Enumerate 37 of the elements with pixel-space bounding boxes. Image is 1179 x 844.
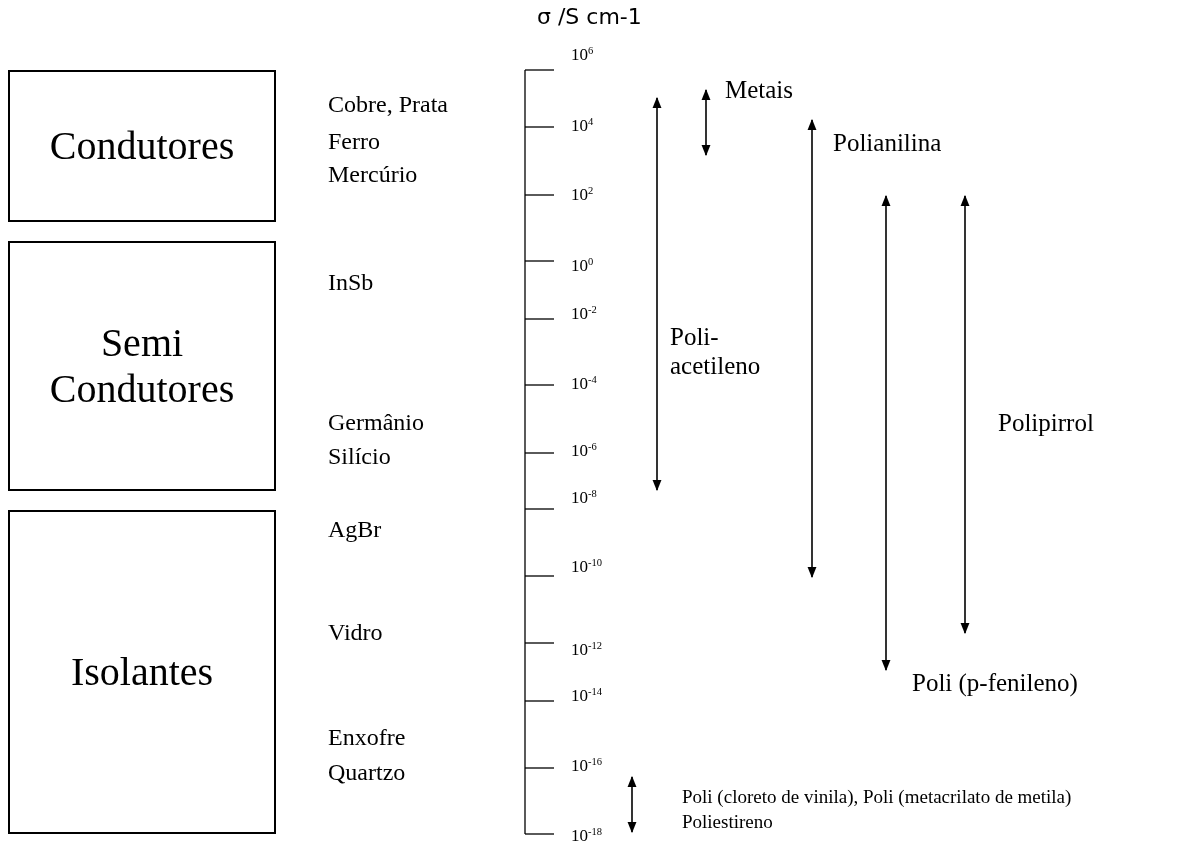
tick-label: 10$^{-4}$	[571, 374, 597, 394]
material-label: Vidro	[328, 619, 383, 647]
category-label: Semi Condutores	[48, 320, 236, 412]
category-box	[8, 241, 276, 491]
material-label: Ferro	[328, 128, 380, 156]
material-label: Cobre, Prata	[328, 91, 448, 119]
tick-label: 10$^{-8}$	[571, 488, 597, 508]
tick-label: 10$^{0}$	[571, 256, 594, 276]
tick-label: 10$^{-12}$	[571, 640, 603, 660]
axis-title: σ /S cm-1	[537, 4, 642, 30]
tick-label: 10$^{-6}$	[571, 441, 597, 461]
material-label: Germânio	[328, 409, 424, 437]
tick-label: 10$^{-18}$	[571, 826, 603, 844]
range-label: Polipirrol	[998, 408, 1094, 438]
tick-label: 10$^{-16}$	[571, 756, 603, 776]
range-label: Poli- acetileno	[670, 323, 762, 381]
tick-label: 10$^{4}$	[571, 116, 594, 136]
range-label: Polianilina	[833, 128, 942, 158]
material-label: Silício	[328, 443, 391, 471]
material-label: InSb	[328, 269, 374, 297]
tick-label: 10$^{-10}$	[571, 557, 603, 577]
tick-label: 10$^{-2}$	[571, 304, 597, 324]
range-label: Metais	[725, 75, 794, 105]
material-label: Enxofre	[328, 724, 406, 752]
material-label: Quartzo	[328, 759, 406, 787]
tick-label: 10$^{6}$	[571, 45, 594, 65]
range-label: Poli (p-fenileno)	[912, 668, 1078, 698]
tick-label: 10$^{2}$	[571, 185, 594, 205]
material-label: AgBr	[328, 516, 382, 544]
category-box	[8, 510, 276, 834]
range-label: Poliestireno	[682, 811, 773, 833]
range-label: Poli (cloreto de vinila), Poli (metacrilato de metila)	[682, 786, 1072, 808]
material-label: Mercúrio	[328, 161, 418, 189]
category-box	[8, 70, 276, 222]
tick-label: 10$^{-14}$	[571, 686, 603, 706]
category-label: Isolantes	[70, 649, 214, 695]
category-label: Condutores	[49, 123, 235, 169]
